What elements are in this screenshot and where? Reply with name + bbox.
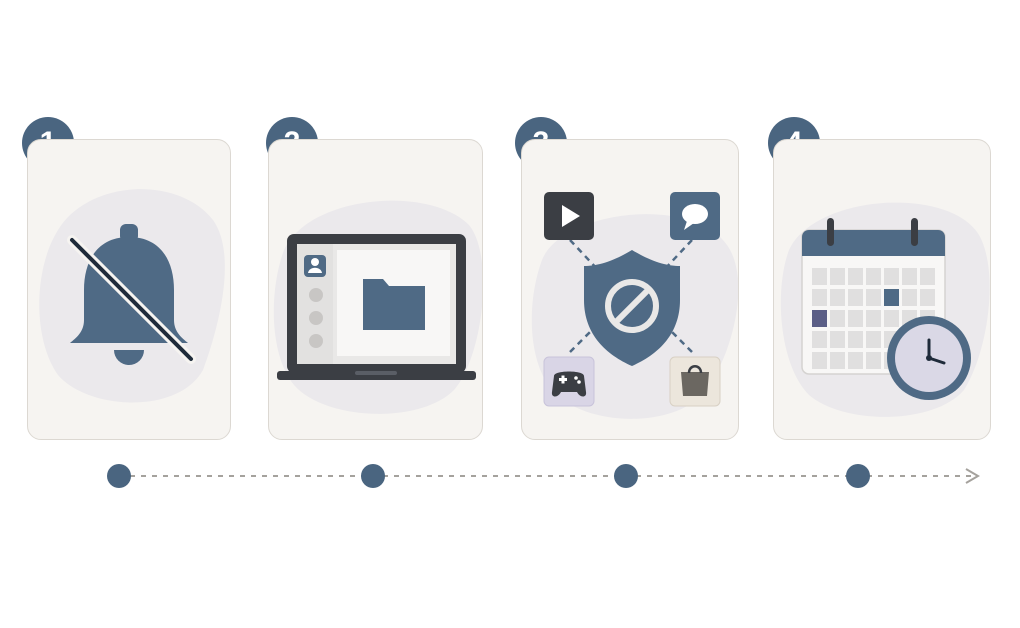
calendar-day-cell (920, 289, 935, 306)
step-card-4 (773, 139, 991, 440)
calendar-day-cell (830, 331, 845, 348)
calendar-day-cell (830, 289, 845, 306)
calendar-day-cell (884, 268, 899, 285)
calendar-day-cell (848, 331, 863, 348)
calendar-day-cell (812, 268, 827, 285)
calendar-day-cell (884, 310, 899, 327)
calendar-day-cell (866, 331, 881, 348)
calendar-day-cell (866, 352, 881, 369)
step-card-2 (268, 139, 483, 440)
timeline-dot-2 (361, 464, 385, 488)
calendar-day-cell (812, 331, 827, 348)
calendar-day-cell (866, 289, 881, 306)
calendar-clock-icon (780, 202, 990, 417)
shopping-bag-icon (669, 356, 721, 407)
timeline-arrow-icon (965, 468, 980, 484)
bell-off-icon (39, 189, 225, 403)
calendar-day-cell (830, 268, 845, 285)
calendar-day-cell (848, 289, 863, 306)
timeline-dot-4 (846, 464, 870, 488)
calendar-day-cell (848, 352, 863, 369)
calendar-day-cell (848, 310, 863, 327)
video-play-icon (544, 192, 594, 240)
calendar-day-cell (902, 268, 917, 285)
gamepad-icon (543, 356, 595, 407)
calendar-day-cell (812, 352, 827, 369)
calendar-day-cell (920, 268, 935, 285)
calendar-day-cell (902, 289, 917, 306)
step-card-3 (521, 139, 739, 440)
calendar-day-cell (830, 310, 845, 327)
calendar-day-cell (812, 310, 827, 327)
calendar-day-cell (866, 310, 881, 327)
calendar-day-cell (812, 289, 827, 306)
chat-bubble-icon (670, 192, 720, 240)
timeline-dot-1 (107, 464, 131, 488)
timeline-dot-3 (614, 464, 638, 488)
calendar-day-cell (830, 352, 845, 369)
step-card-1 (27, 139, 231, 440)
laptop-folder-icon (273, 200, 482, 414)
calendar-day-cell (866, 268, 881, 285)
calendar-day-cell (848, 268, 863, 285)
shield-block-apps-icon (531, 192, 738, 419)
calendar-day-cell (884, 289, 899, 306)
